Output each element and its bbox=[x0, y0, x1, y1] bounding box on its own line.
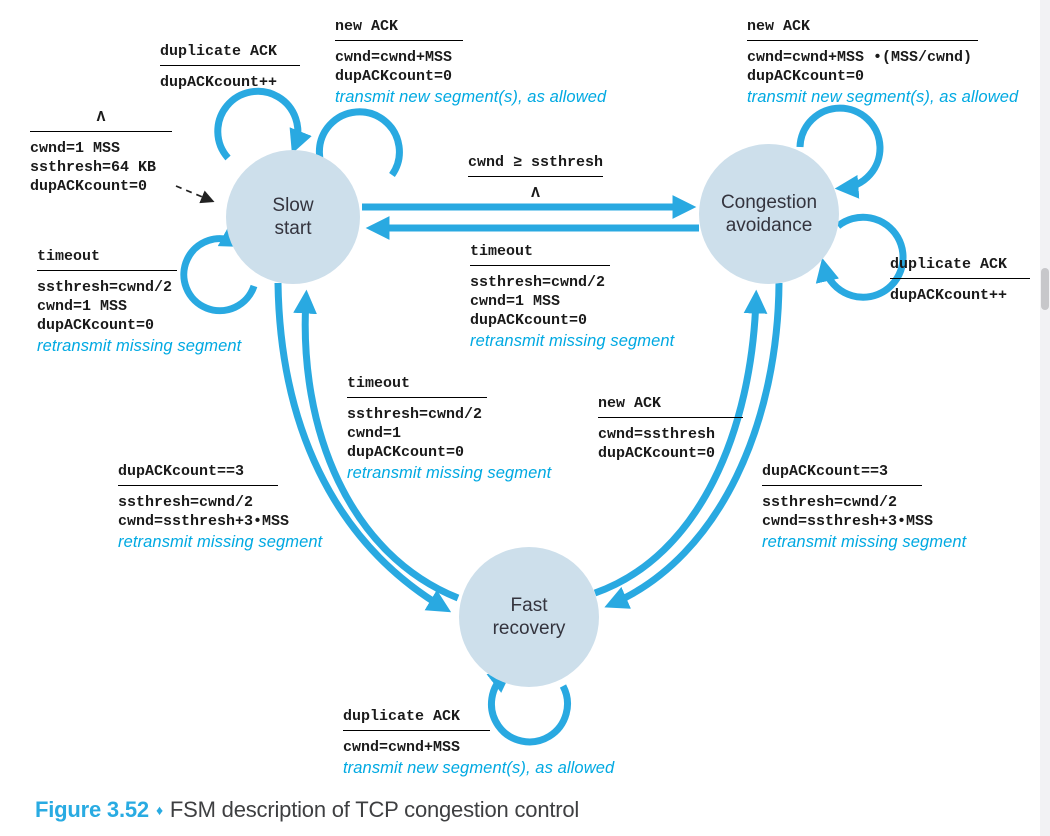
state-label-slow-start: Slow start bbox=[272, 195, 314, 239]
arrow-initial-state bbox=[175, 185, 215, 204]
arrow-slowstart-to-fast-recovery bbox=[274, 282, 452, 613]
state-fast-recovery bbox=[459, 547, 599, 687]
diamond-icon: ♦ bbox=[155, 802, 163, 818]
loop-congestion-avoidance-duplicate-ack bbox=[815, 213, 907, 301]
label-congestion-avoidance-duplicate-ack: duplicate ACK dupACKcount++ bbox=[890, 255, 1030, 305]
loop-slowstart-timeout bbox=[180, 225, 258, 315]
arrow-congestion-avoidance-to-fast-recovery bbox=[604, 282, 783, 609]
state-slow-start bbox=[226, 150, 360, 284]
state-congestion-avoidance bbox=[699, 144, 839, 284]
label-slowstart-to-congestion-avoidance: cwnd ≥ ssthresh Λ bbox=[468, 154, 604, 202]
label-slowstart-new-ack: new ACK cwnd=cwnd+MSS dupACKcount=0 tran… bbox=[335, 18, 607, 106]
scrollbar-thumb[interactable] bbox=[1041, 268, 1049, 310]
arrow-fast-recovery-to-congestion-avoidance bbox=[593, 289, 768, 597]
label-fast-recovery-to-slowstart-timeout: timeout ssthresh=cwnd/2 cwnd=1 dupACKcou… bbox=[347, 375, 552, 482]
state-label-congestion-avoidance: Congestion avoidance bbox=[720, 192, 818, 236]
figure-caption-text: FSM description of TCP congestion contro… bbox=[169, 797, 580, 822]
label-slowstart-timeout: timeout ssthresh=cwnd/2 cwnd=1 MSS dupAC… bbox=[37, 248, 242, 355]
label-fast-recovery-duplicate-ack: duplicate ACK cwnd=cwnd+MSS transmit new… bbox=[343, 708, 615, 777]
state-label-fast-recovery: Fast recovery bbox=[492, 595, 566, 639]
label-initial-state: Λ cwnd=1 MSS ssthresh=64 KB dupACKcount=… bbox=[30, 108, 172, 196]
label-slowstart-to-fast-recovery-dupack3: dupACKcount==3 ssthresh=cwnd/2 cwnd=ssth… bbox=[118, 463, 323, 551]
label-fast-recovery-to-congestion-avoidance-new-ack: new ACK cwnd=ssthresh dupACKcount=0 bbox=[598, 394, 743, 463]
arrow-fast-recovery-to-slowstart bbox=[293, 289, 460, 602]
loop-slowstart-duplicate-ack bbox=[214, 87, 312, 161]
scrollbar-track[interactable] bbox=[1040, 0, 1050, 836]
label-slowstart-duplicate-ack: duplicate ACK dupACKcount++ bbox=[160, 42, 300, 92]
label-congestion-avoidance-new-ack: new ACK cwnd=cwnd+MSS •(MSS/cwnd) dupACK… bbox=[747, 18, 1019, 106]
figure-number: Figure 3.52 bbox=[35, 797, 149, 822]
label-congestion-avoidance-to-fast-recovery-dupack3: dupACKcount==3 ssthresh=cwnd/2 cwnd=ssth… bbox=[762, 463, 967, 551]
figure-caption: Figure 3.52 ♦ FSM description of TCP conge… bbox=[35, 797, 579, 823]
loop-fast-recovery-duplicate-ack bbox=[486, 668, 571, 746]
label-congestion-avoidance-to-slowstart-timeout: timeout ssthresh=cwnd/2 cwnd=1 MSS dupAC… bbox=[470, 243, 675, 350]
loop-congestion-avoidance-new-ack bbox=[796, 104, 884, 199]
